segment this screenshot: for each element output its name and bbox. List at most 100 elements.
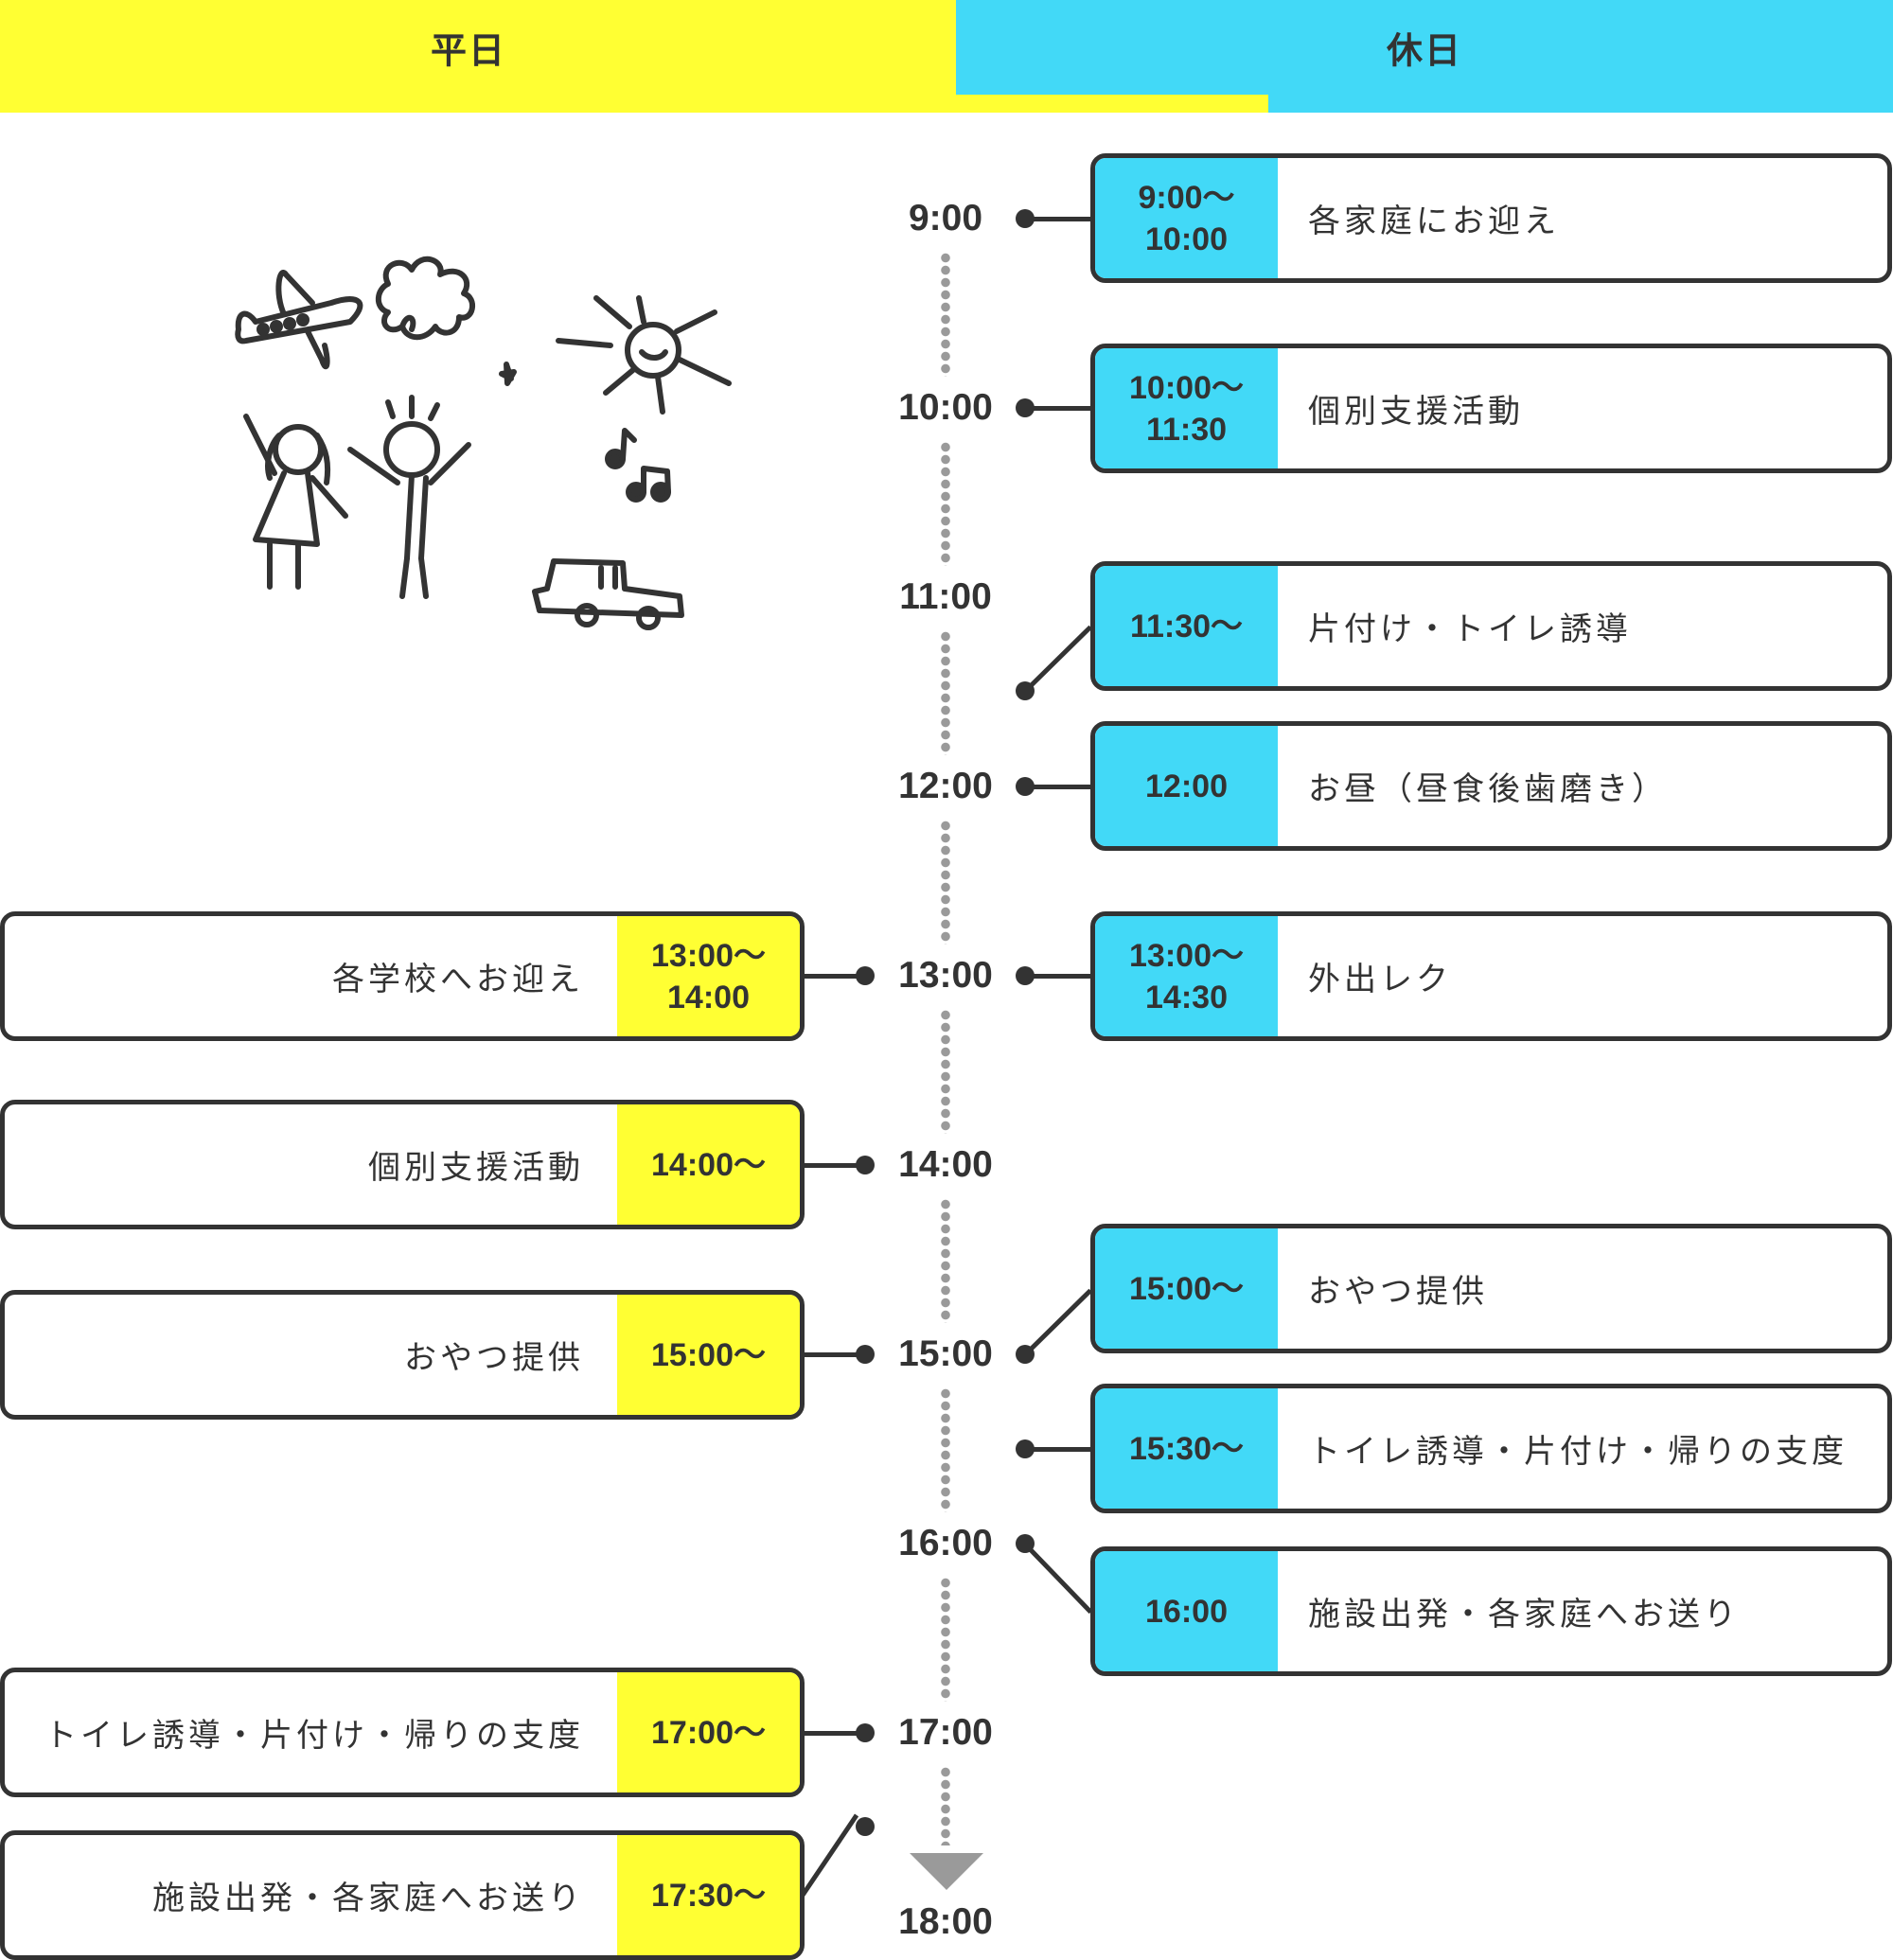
time-cell: 17:30〜 [617,1835,800,1955]
hour-label-10: 10:00 [898,387,993,428]
timeline-line [941,1577,950,1702]
timeline-dot [1016,1534,1035,1553]
timeline-dot [1016,398,1035,417]
weekday-title: 平日 [430,29,507,72]
weekday-schedule-item: 14:00〜 個別支援活動 [0,1100,805,1229]
time-cell: 13:00〜14:00 [617,916,800,1036]
boy-figure [347,395,471,599]
children-doodle-illustration [235,256,732,630]
time-cell: 12:00 [1095,726,1278,846]
timeline-dot [1016,777,1035,796]
activity-label: 片付け・トイレ誘導 [1308,610,1632,648]
connector [803,1731,866,1736]
timeline-dot [856,1345,875,1364]
activity-label: おやつ提供 [404,1339,584,1377]
activity-label: 施設出発・各家庭へお送り [152,1880,584,1917]
time-cell: 13:00〜14:30 [1095,916,1278,1036]
weekday-schedule-item: 17:30〜 施設出発・各家庭へお送り [0,1830,805,1960]
time-cell: 15:00〜 [617,1295,800,1415]
holiday-schedule-item: 15:30〜 トイレ誘導・片付け・帰りの支度 [1090,1384,1892,1513]
holiday-schedule-item: 13:00〜14:30 外出レク [1090,911,1892,1041]
time-cell: 14:00〜 [617,1104,800,1225]
holiday-schedule-item: 15:00〜 おやつ提供 [1090,1224,1892,1353]
time-cell: 9:00〜10:00 [1095,158,1278,278]
timeline-dot [1016,1345,1035,1364]
timeline-line [941,1766,950,1845]
activity-label: 施設出発・各家庭へお送り [1308,1596,1740,1633]
activity-label: おやつ提供 [1308,1273,1488,1311]
hour-label-12: 12:00 [898,766,993,806]
connector [803,1163,866,1168]
hour-label-15: 15:00 [898,1333,993,1374]
timeline-line [941,1198,950,1323]
timeline-line [941,1009,950,1134]
holiday-schedule-item: 9:00〜10:00 各家庭にお迎え [1090,153,1892,283]
hour-label-18: 18:00 [898,1901,993,1942]
timeline-dot [856,1817,875,1836]
timeline-dot [1016,209,1035,228]
activity-label: 個別支援活動 [368,1149,584,1187]
time-cell: 15:00〜 [1095,1228,1278,1349]
timeline-dot [856,1723,875,1742]
holiday-title: 休日 [1386,29,1463,72]
activity-label: 外出レク [1308,961,1452,998]
girl-figure [243,414,348,590]
time-cell: 11:30〜 [1095,566,1278,686]
weekday-header-strip [0,95,1268,113]
holiday-schedule-item: 16:00 施設出発・各家庭へお送り [1090,1546,1892,1676]
activity-label: 個別支援活動 [1308,393,1524,431]
connector [1025,974,1091,979]
connector [1023,625,1092,694]
timeline-dot [856,1156,875,1174]
activity-label: 各家庭にお迎え [1308,203,1560,240]
time-cell: 10:00〜11:30 [1095,348,1278,468]
connector [803,974,866,979]
cloud-icon [375,256,475,341]
connector [1025,406,1091,411]
connector [1025,1447,1091,1452]
weekday-schedule-item: 15:00〜 おやつ提供 [0,1290,805,1420]
timeline-dot [856,966,875,985]
connector [1023,1542,1093,1615]
timeline-line [941,252,950,377]
music-notes-icon [605,428,671,503]
timeline-line [941,1387,950,1512]
timeline-dot [1016,966,1035,985]
hour-label-13: 13:00 [898,955,993,996]
activity-label: トイレ誘導・片付け・帰りの支度 [1308,1433,1848,1471]
arrow-down-icon [910,1853,983,1890]
holiday-header [956,0,1893,95]
timeline-line [941,820,950,945]
weekday-header [0,0,956,95]
time-cell: 15:30〜 [1095,1388,1278,1509]
activity-label: 各学校へお迎え [332,961,584,998]
connector [800,1813,859,1897]
hour-label-11: 11:00 [899,576,992,617]
holiday-schedule-item: 10:00〜11:30 個別支援活動 [1090,344,1892,473]
activity-label: お昼（昼食後歯磨き） [1308,770,1668,808]
connector [803,1352,866,1357]
holiday-header-strip [1268,95,1893,113]
connector [1025,217,1091,221]
holiday-schedule-item: 12:00 お昼（昼食後歯磨き） [1090,721,1892,851]
holiday-schedule-item: 11:30〜 片付け・トイレ誘導 [1090,561,1892,691]
airplane-icon [235,270,363,370]
hour-label-9: 9:00 [908,198,983,238]
weekday-schedule-item: 17:00〜 トイレ誘導・片付け・帰りの支度 [0,1668,805,1797]
timeline-dot [1016,681,1035,700]
connector [1023,1288,1092,1357]
star-icon [499,362,517,386]
hour-label-14: 14:00 [898,1144,993,1185]
hour-label-16: 16:00 [898,1523,993,1563]
car-icon [532,558,684,630]
timeline-line [941,441,950,566]
activity-label: トイレ誘導・片付け・帰りの支度 [44,1717,584,1755]
weekday-schedule-item: 13:00〜14:00 各学校へお迎え [0,911,805,1041]
sun-icon [556,295,732,415]
hour-label-17: 17:00 [898,1712,993,1753]
connector [1025,785,1091,789]
time-cell: 16:00 [1095,1551,1278,1671]
timeline-line [941,630,950,755]
timeline-dot [1016,1439,1035,1458]
time-cell: 17:00〜 [617,1672,800,1792]
